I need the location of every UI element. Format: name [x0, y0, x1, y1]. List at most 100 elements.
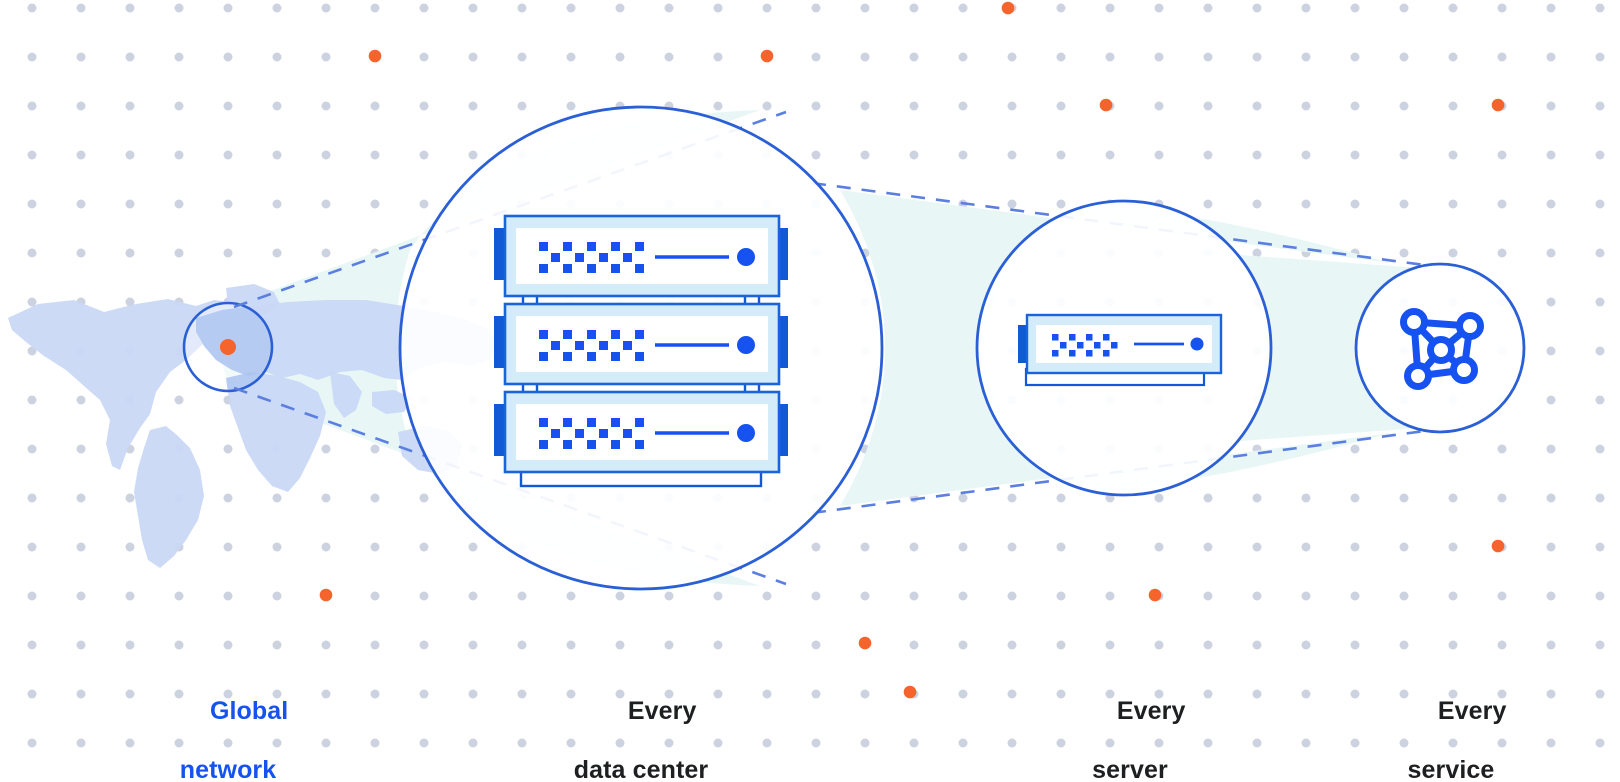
grid-dot [1497, 689, 1507, 699]
grid-dot [1301, 493, 1311, 503]
grid-dot [76, 248, 86, 258]
grid-dot [811, 52, 821, 62]
grid-dot [762, 689, 772, 699]
grid-dot [664, 3, 674, 13]
grid-dot [272, 542, 282, 552]
grid-dot [174, 52, 184, 62]
grid-dot [1497, 150, 1507, 160]
grid-dot [1448, 493, 1458, 503]
grid-dot [272, 738, 282, 748]
accent-dot [1491, 98, 1505, 112]
funnel-datacenter-to-server [840, 190, 1390, 506]
grid-dot [174, 395, 184, 405]
grid-dot [958, 640, 968, 650]
grid-dot [223, 199, 233, 209]
grid-dot [468, 591, 478, 601]
grid-dot [419, 150, 429, 160]
grid-dot [370, 3, 380, 13]
network-node [1427, 336, 1455, 364]
grid-dot [272, 640, 282, 650]
grid-dot [1252, 52, 1262, 62]
grid-dot [1056, 689, 1066, 699]
grid-dot [1105, 738, 1115, 748]
network-graph-nodes [1400, 308, 1484, 390]
grid-dot [1399, 150, 1409, 160]
grid-dot [958, 689, 968, 699]
grid-dot [1497, 444, 1507, 454]
grid-dot [1546, 248, 1556, 258]
accent-dot [319, 588, 333, 602]
grid-dot [615, 689, 625, 699]
grid-dot [566, 689, 576, 699]
grid-dot [76, 395, 86, 405]
grid-dot [1595, 3, 1605, 13]
grid-dot [958, 493, 968, 503]
grid-dot [909, 150, 919, 160]
grid-dot [1546, 591, 1556, 601]
grid-dot [76, 542, 86, 552]
grid-dot [1546, 395, 1556, 405]
accent-dot [760, 49, 774, 63]
grid-dot [1007, 542, 1017, 552]
grid-dot [615, 591, 625, 601]
grid-dot [272, 689, 282, 699]
network-node [1404, 362, 1432, 390]
grid-dot [909, 591, 919, 601]
grid-dot [419, 199, 429, 209]
grid-dot [1497, 52, 1507, 62]
grid-dot [125, 101, 135, 111]
grid-dot [1154, 640, 1164, 650]
grid-dot [468, 101, 478, 111]
grid-dot [517, 591, 527, 601]
grid-dot [958, 150, 968, 160]
rack-unit-leds [539, 330, 644, 361]
grid-dot [321, 199, 331, 209]
grid-dot [1399, 3, 1409, 13]
grid-dot [1007, 101, 1017, 111]
grid-dot [419, 738, 429, 748]
grid-dot [1105, 542, 1115, 552]
grid-dot [713, 591, 723, 601]
grid-dot [1448, 101, 1458, 111]
grid-dot [223, 689, 233, 699]
grid-dot [1301, 52, 1311, 62]
grid-dot [615, 3, 625, 13]
grid-dot [1497, 248, 1507, 258]
grid-dot [223, 493, 233, 503]
grid-dot [909, 101, 919, 111]
grid-dot [713, 738, 723, 748]
grid-dot [762, 591, 772, 601]
grid-dot [1399, 199, 1409, 209]
grid-dot [1252, 689, 1262, 699]
grid-dot [1448, 3, 1458, 13]
grid-dot [1595, 444, 1605, 454]
grid-dot [223, 150, 233, 160]
grid-dot [1497, 738, 1507, 748]
network-graph-icon [1400, 308, 1484, 390]
grid-dot [125, 3, 135, 13]
grid-dot [1105, 52, 1115, 62]
grid-dot [1350, 444, 1360, 454]
grid-dot [76, 150, 86, 160]
grid-dot [811, 542, 821, 552]
grid-dot [321, 248, 331, 258]
grid-dot [1350, 3, 1360, 13]
grid-dot [1595, 52, 1605, 62]
grid-dot [468, 640, 478, 650]
grid-dot [1546, 738, 1556, 748]
grid-dot [223, 738, 233, 748]
grid-dot [27, 101, 37, 111]
grid-dot [468, 52, 478, 62]
grid-dot [1252, 3, 1262, 13]
grid-dot [1448, 689, 1458, 699]
grid-dot [1007, 738, 1017, 748]
grid-dot [76, 199, 86, 209]
accent-dot [903, 685, 917, 699]
grid-dot [1105, 591, 1115, 601]
grid-dot [1056, 591, 1066, 601]
grid-dot [1399, 52, 1409, 62]
grid-dot [1546, 346, 1556, 356]
grid-dot [321, 52, 331, 62]
grid-dot [958, 591, 968, 601]
